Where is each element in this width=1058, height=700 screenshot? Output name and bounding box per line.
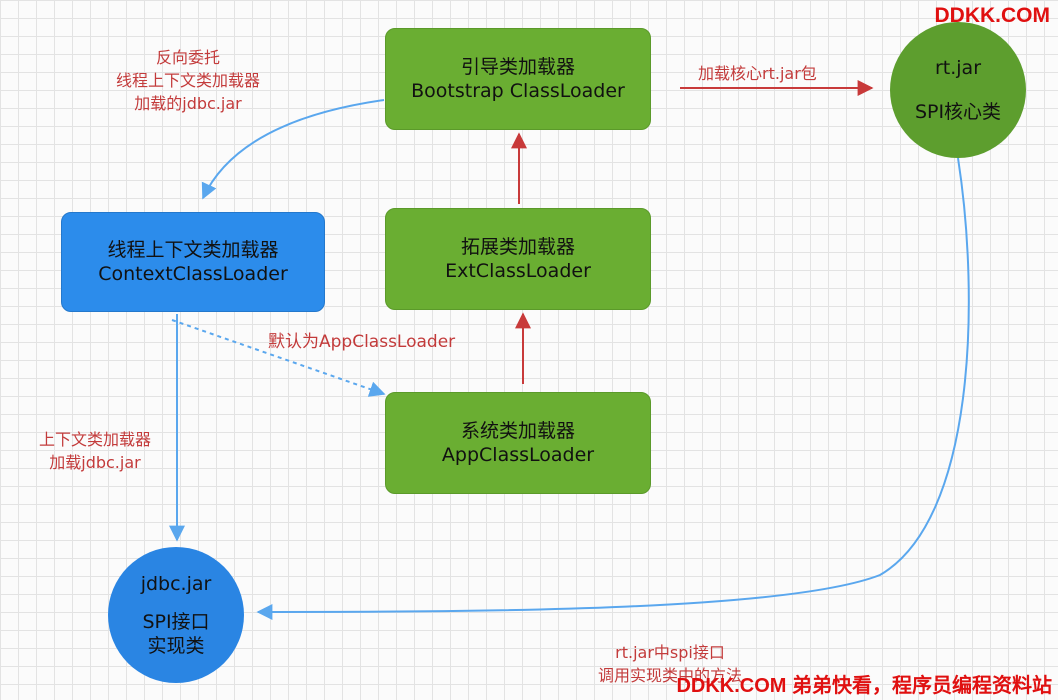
label-reverse-delegation: 反向委托 线程上下文类加载器 加载的jdbc.jar [78, 46, 298, 115]
node-ext-line2: ExtClassLoader [445, 260, 591, 282]
node-jdbc-line1: jdbc.jar [140, 573, 212, 595]
node-app-line2: AppClassLoader [441, 444, 595, 466]
watermark-top: DDKK.COM [934, 4, 1051, 27]
node-jdbc-line2: SPI接口 [142, 611, 210, 633]
node-ext-classloader: 拓展类加载器 ExtClassLoader [385, 208, 651, 310]
arrow-context-to-app [171, 319, 386, 397]
label-rtjar-spi-line2: 调用实现类中的方法 [597, 666, 742, 685]
label-context-loads-line1: 上下文类加载器 [38, 430, 151, 449]
node-rtjar: rt.jar SPI核心类 [890, 22, 1026, 158]
node-bootstrap-line2: Bootstrap ClassLoader [411, 80, 625, 102]
label-context-loads-line2: 加载jdbc.jar [49, 453, 141, 472]
label-load-core-rtjar: 加载核心rt.jar包 [698, 64, 817, 83]
label-reverse-line2: 线程上下文类加载器 [115, 71, 260, 90]
label-context-loads-jdbc: 上下文类加载器 加载jdbc.jar [20, 428, 170, 474]
label-default-appclassloader: 默认为AppClassLoader [268, 332, 456, 352]
node-context-classloader: 线程上下文类加载器 ContextClassLoader [61, 212, 325, 312]
node-rtjar-line1: rt.jar [934, 57, 982, 79]
watermark-bottom: DDKK.COM 弟弟快看，程序员编程资料站 [676, 675, 1052, 697]
node-bootstrap-line1: 引导类加载器 [460, 56, 575, 78]
arrow-rtjar-to-jdbc [256, 157, 970, 620]
node-ext-line1: 拓展类加载器 [460, 236, 575, 258]
arrow-bootstrap-to-context [201, 99, 385, 200]
label-reverse-line3: 加载的jdbc.jar [134, 94, 242, 113]
node-context-line2: ContextClassLoader [98, 263, 288, 285]
label-rtjar-spi-calls: rt.jar中spi接口 调用实现类中的方法 [580, 641, 760, 687]
node-app-line1: 系统类加载器 [460, 420, 575, 442]
node-jdbc-line3: 实现类 [147, 635, 205, 657]
label-reverse-line1: 反向委托 [155, 48, 220, 67]
node-rtjar-line2: SPI核心类 [914, 101, 1002, 123]
node-context-line1: 线程上下文类加载器 [107, 239, 279, 261]
node-bootstrap-classloader: 引导类加载器 Bootstrap ClassLoader [385, 28, 651, 130]
node-app-classloader: 系统类加载器 AppClassLoader [385, 392, 651, 494]
label-rtjar-spi-line1: rt.jar中spi接口 [615, 643, 725, 662]
node-jdbc-jar: jdbc.jar SPI接口 实现类 [108, 547, 244, 683]
